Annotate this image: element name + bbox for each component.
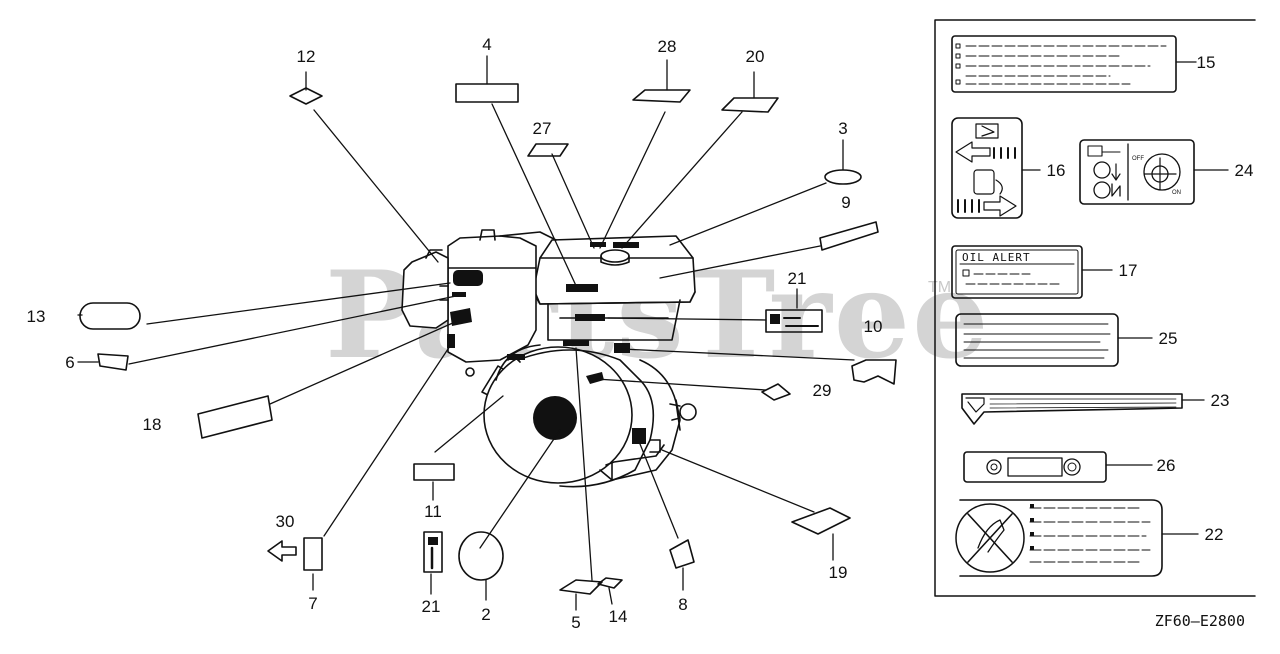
callout-21-lower: 21 (422, 597, 441, 616)
callout-27: 27 (533, 119, 552, 138)
callout-25: 25 (1159, 329, 1178, 348)
callout-24: 24 (1235, 161, 1254, 180)
callout-19: 19 (829, 563, 848, 582)
part-21-decal-lower (423, 531, 443, 573)
part-14-decal (597, 577, 623, 589)
panel-decal-26 (963, 451, 1153, 483)
fuel-on-label: ON (1172, 190, 1181, 196)
part-13-decal (79, 302, 141, 330)
panel-decal-25 (955, 313, 1153, 367)
part-19-decal (791, 507, 851, 535)
part-8-decal (669, 539, 695, 569)
decal-shroud-left (507, 354, 525, 360)
callout-20: 20 (746, 47, 765, 66)
panel-decal-16 (951, 117, 1041, 219)
callout-23: 23 (1211, 391, 1230, 410)
callout-2: 2 (481, 605, 490, 624)
callout-29: 29 (813, 381, 832, 400)
callout-7: 7 (308, 594, 317, 613)
decal-reference-panel (934, 19, 1256, 597)
panel-decal-17 (951, 245, 1113, 299)
part-18-decal (197, 395, 273, 439)
oil-alert-label: OIL ALERT (962, 251, 1031, 264)
callout-8: 8 (678, 595, 687, 614)
callout-12: 12 (297, 47, 316, 66)
part-21-decal-upper (765, 309, 823, 333)
part-30-arrow-decal (267, 540, 297, 562)
part-9-decal (819, 221, 879, 251)
part-7-decal (303, 537, 323, 571)
decal-tank-top-right (613, 242, 639, 248)
callout-22: 22 (1205, 525, 1224, 544)
part-20-decal (721, 97, 779, 113)
callout-18: 18 (143, 415, 162, 434)
decal-air-cleaner-small (452, 292, 466, 297)
decal-tank-side (566, 284, 598, 292)
recoil-starter-hub (533, 396, 577, 440)
part-5-decal (559, 579, 603, 595)
part-12-decal (289, 87, 323, 105)
decal-shroud-right (614, 343, 630, 353)
callout-labels: 12 4 28 20 27 3 9 21 10 13 6 18 29 11 30… (27, 35, 1254, 632)
trademark: TM (928, 279, 951, 296)
callout-4: 4 (482, 35, 491, 54)
panel-decal-15 (951, 35, 1197, 93)
callout-30: 30 (276, 512, 295, 531)
part-4-decal (455, 83, 519, 103)
callout-15: 15 (1197, 53, 1216, 72)
callout-3: 3 (838, 119, 847, 138)
drawing-code: ZF60—E2800 (1155, 612, 1245, 630)
callout-9: 9 (841, 193, 850, 212)
decal-starter (586, 372, 604, 384)
engine-decals (447, 242, 646, 444)
callout-21-upper: 21 (788, 269, 807, 288)
panel-decal-22 (955, 499, 1199, 577)
panel-decal-24 (1079, 139, 1229, 205)
part-28-decal (632, 89, 691, 103)
callout-13: 13 (27, 307, 46, 326)
part-2-decal (458, 531, 504, 581)
part-29-decal (761, 383, 791, 401)
decal-shroud-top (563, 340, 589, 346)
callout-16: 16 (1047, 161, 1066, 180)
decal-air-cleaner-striped (450, 308, 472, 326)
part-11-decal (413, 463, 455, 481)
decal-tank-lower (575, 314, 605, 321)
callout-10: 10 (864, 317, 883, 336)
leader-lines (77, 55, 855, 611)
callout-26: 26 (1157, 456, 1176, 475)
part-3-decal (824, 169, 862, 185)
fuel-off-label: OFF (1132, 156, 1144, 162)
decal-air-cleaner-side (447, 334, 455, 348)
loose-decals (79, 83, 897, 595)
part-10-decal (851, 359, 897, 385)
decal-tank-top-left (590, 242, 606, 247)
decal-crankcase (632, 428, 646, 444)
callout-6: 6 (65, 353, 74, 372)
callout-14: 14 (609, 607, 628, 626)
panel-decal-23 (961, 393, 1205, 425)
callout-5: 5 (571, 613, 580, 632)
part-27-decal (527, 143, 569, 157)
decal-air-cleaner-oval (453, 270, 483, 286)
callout-17: 17 (1119, 261, 1138, 280)
callout-28: 28 (658, 37, 677, 56)
callout-11: 11 (424, 502, 442, 521)
part-6-decal (97, 353, 129, 371)
